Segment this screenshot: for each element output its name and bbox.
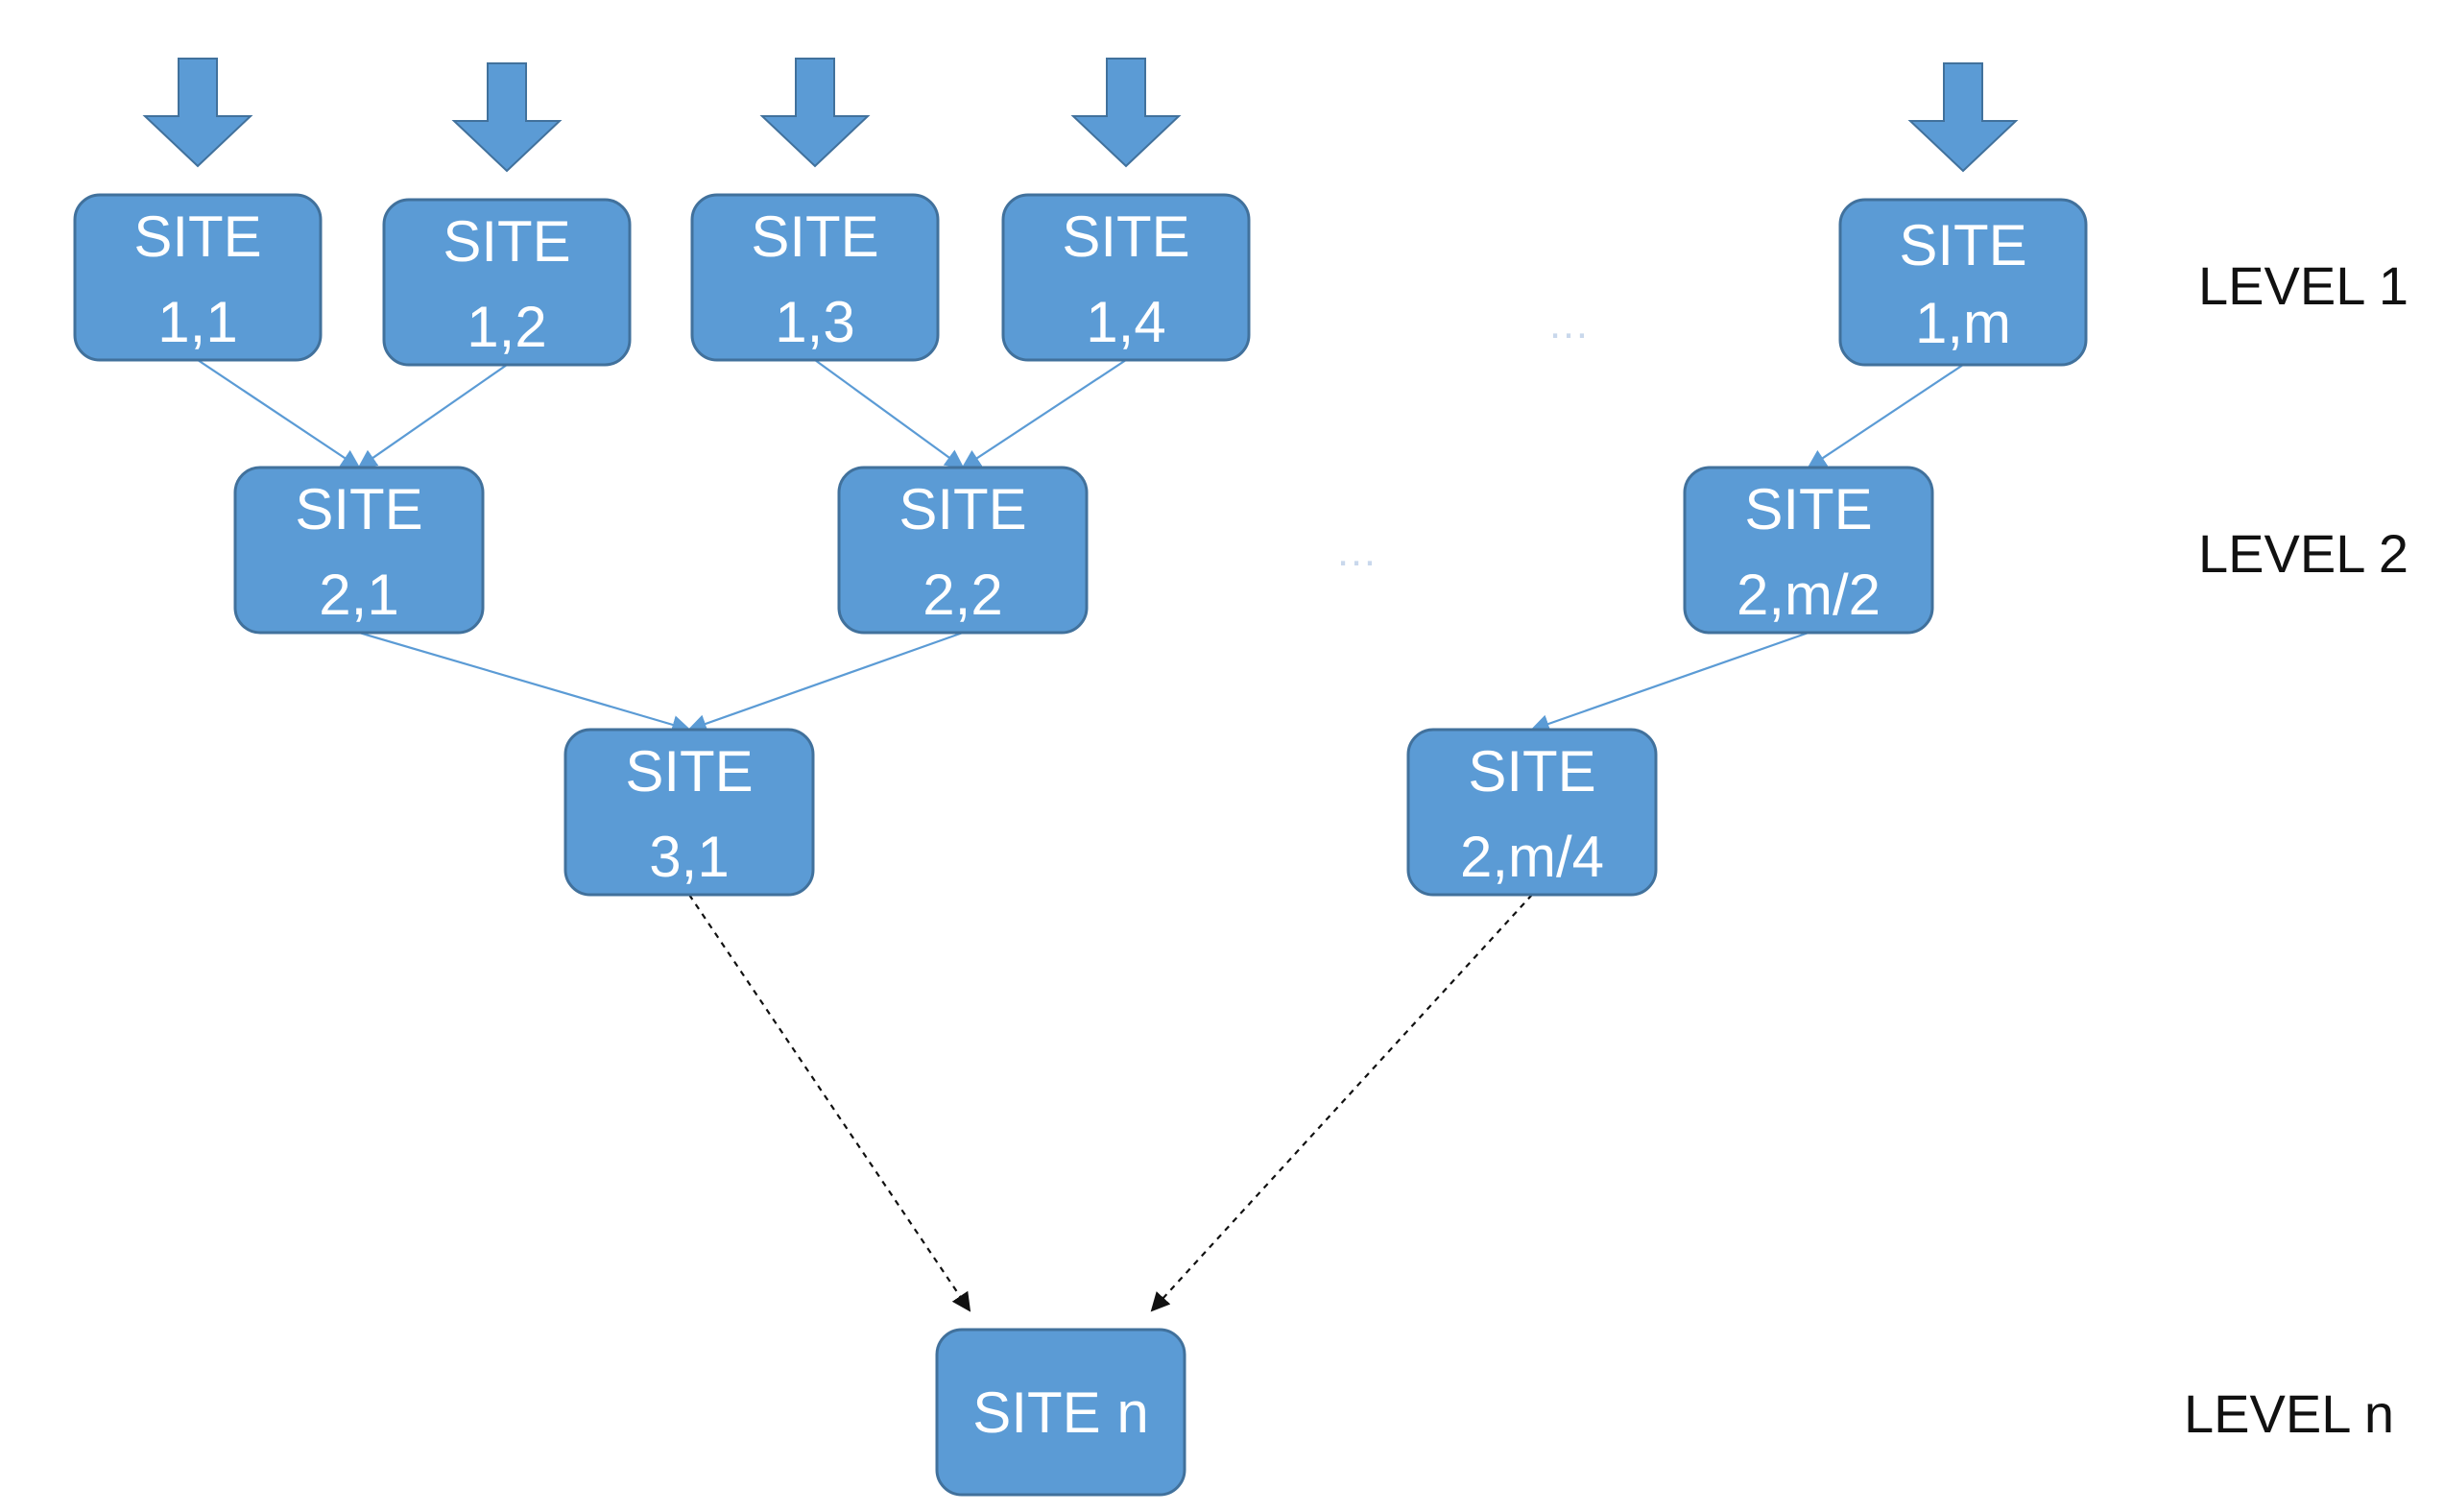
edge-s2m4-to-sn [1150,894,1533,1312]
site-1-1-index: 1,1 [157,290,237,354]
site-3-1-index: 3,1 [649,825,729,889]
edge-s1m-to-s2m2 [1807,364,1964,469]
input-arrow-down-icon [1070,58,1182,168]
level-1-ellipsis: … [1547,300,1590,348]
site-1-4-title: SITE [1062,204,1189,269]
level-2-ellipsis: … [1335,528,1378,575]
edge-s2m2-to-s2m4 [1530,631,1809,733]
site-2-m-2-node: SITE 2,m/2 [1683,466,1934,635]
site-2-2-node: SITE 2,2 [837,466,1089,635]
site-1-4-node: SITE 1,4 [1001,193,1251,362]
site-3-1-title: SITE [625,739,753,804]
edge-s21-to-s31 [358,631,691,734]
input-arrows [142,58,2019,173]
site-1-3-node: SITE 1,3 [690,193,940,362]
site-2-m-4-node: SITE 2,m/4 [1406,728,1658,897]
site-2-m-4-index: 2,m/4 [1460,825,1604,889]
edges [197,359,1964,1312]
site-1-m-node: SITE 1,m [1838,198,2088,367]
edge-s12-to-s21 [357,364,508,469]
edge-s22-to-s31 [687,631,964,733]
site-2-m-2-title: SITE [1744,477,1872,541]
site-2-2-title: SITE [899,477,1026,541]
site-3-1-node: SITE 3,1 [563,728,815,897]
site-n-title: SITE n [972,1380,1148,1445]
level-1-label: LEVEL 1 [2198,255,2408,316]
level-n-label: LEVEL n [2184,1383,2394,1444]
input-arrow-down-icon [451,62,563,173]
site-2-m-2-index: 2,m/2 [1737,563,1881,627]
edge-s31-to-sn [688,894,971,1312]
site-2-1-index: 2,1 [319,563,398,627]
site-1-2-title: SITE [443,209,570,274]
site-1-3-index: 1,3 [775,290,854,354]
site-1-2-node: SITE 1,2 [382,198,632,367]
edge-s13-to-s22 [814,359,965,469]
site-1-4-index: 1,4 [1086,290,1165,354]
site-2-2-index: 2,2 [922,563,1002,627]
site-2-1-node: SITE 2,1 [233,466,485,635]
site-1-1-title: SITE [133,204,261,269]
edge-s14-to-s22 [961,359,1127,469]
input-arrow-down-icon [759,58,871,168]
site-2-1-title: SITE [295,477,422,541]
edge-s11-to-s21 [197,359,361,469]
site-1-m-index: 1,m [1915,291,2011,355]
site-n-node: SITE n [935,1328,1186,1497]
input-arrow-down-icon [142,58,253,168]
site-1-3-title: SITE [751,204,878,269]
level-2-label: LEVEL 2 [2198,523,2408,584]
site-1-1-node: SITE 1,1 [73,193,323,362]
site-1-m-title: SITE [1899,213,2026,277]
site-1-2-index: 1,2 [467,295,546,359]
site-2-m-4-title: SITE [1468,739,1595,804]
input-arrow-down-icon [1907,62,2019,173]
